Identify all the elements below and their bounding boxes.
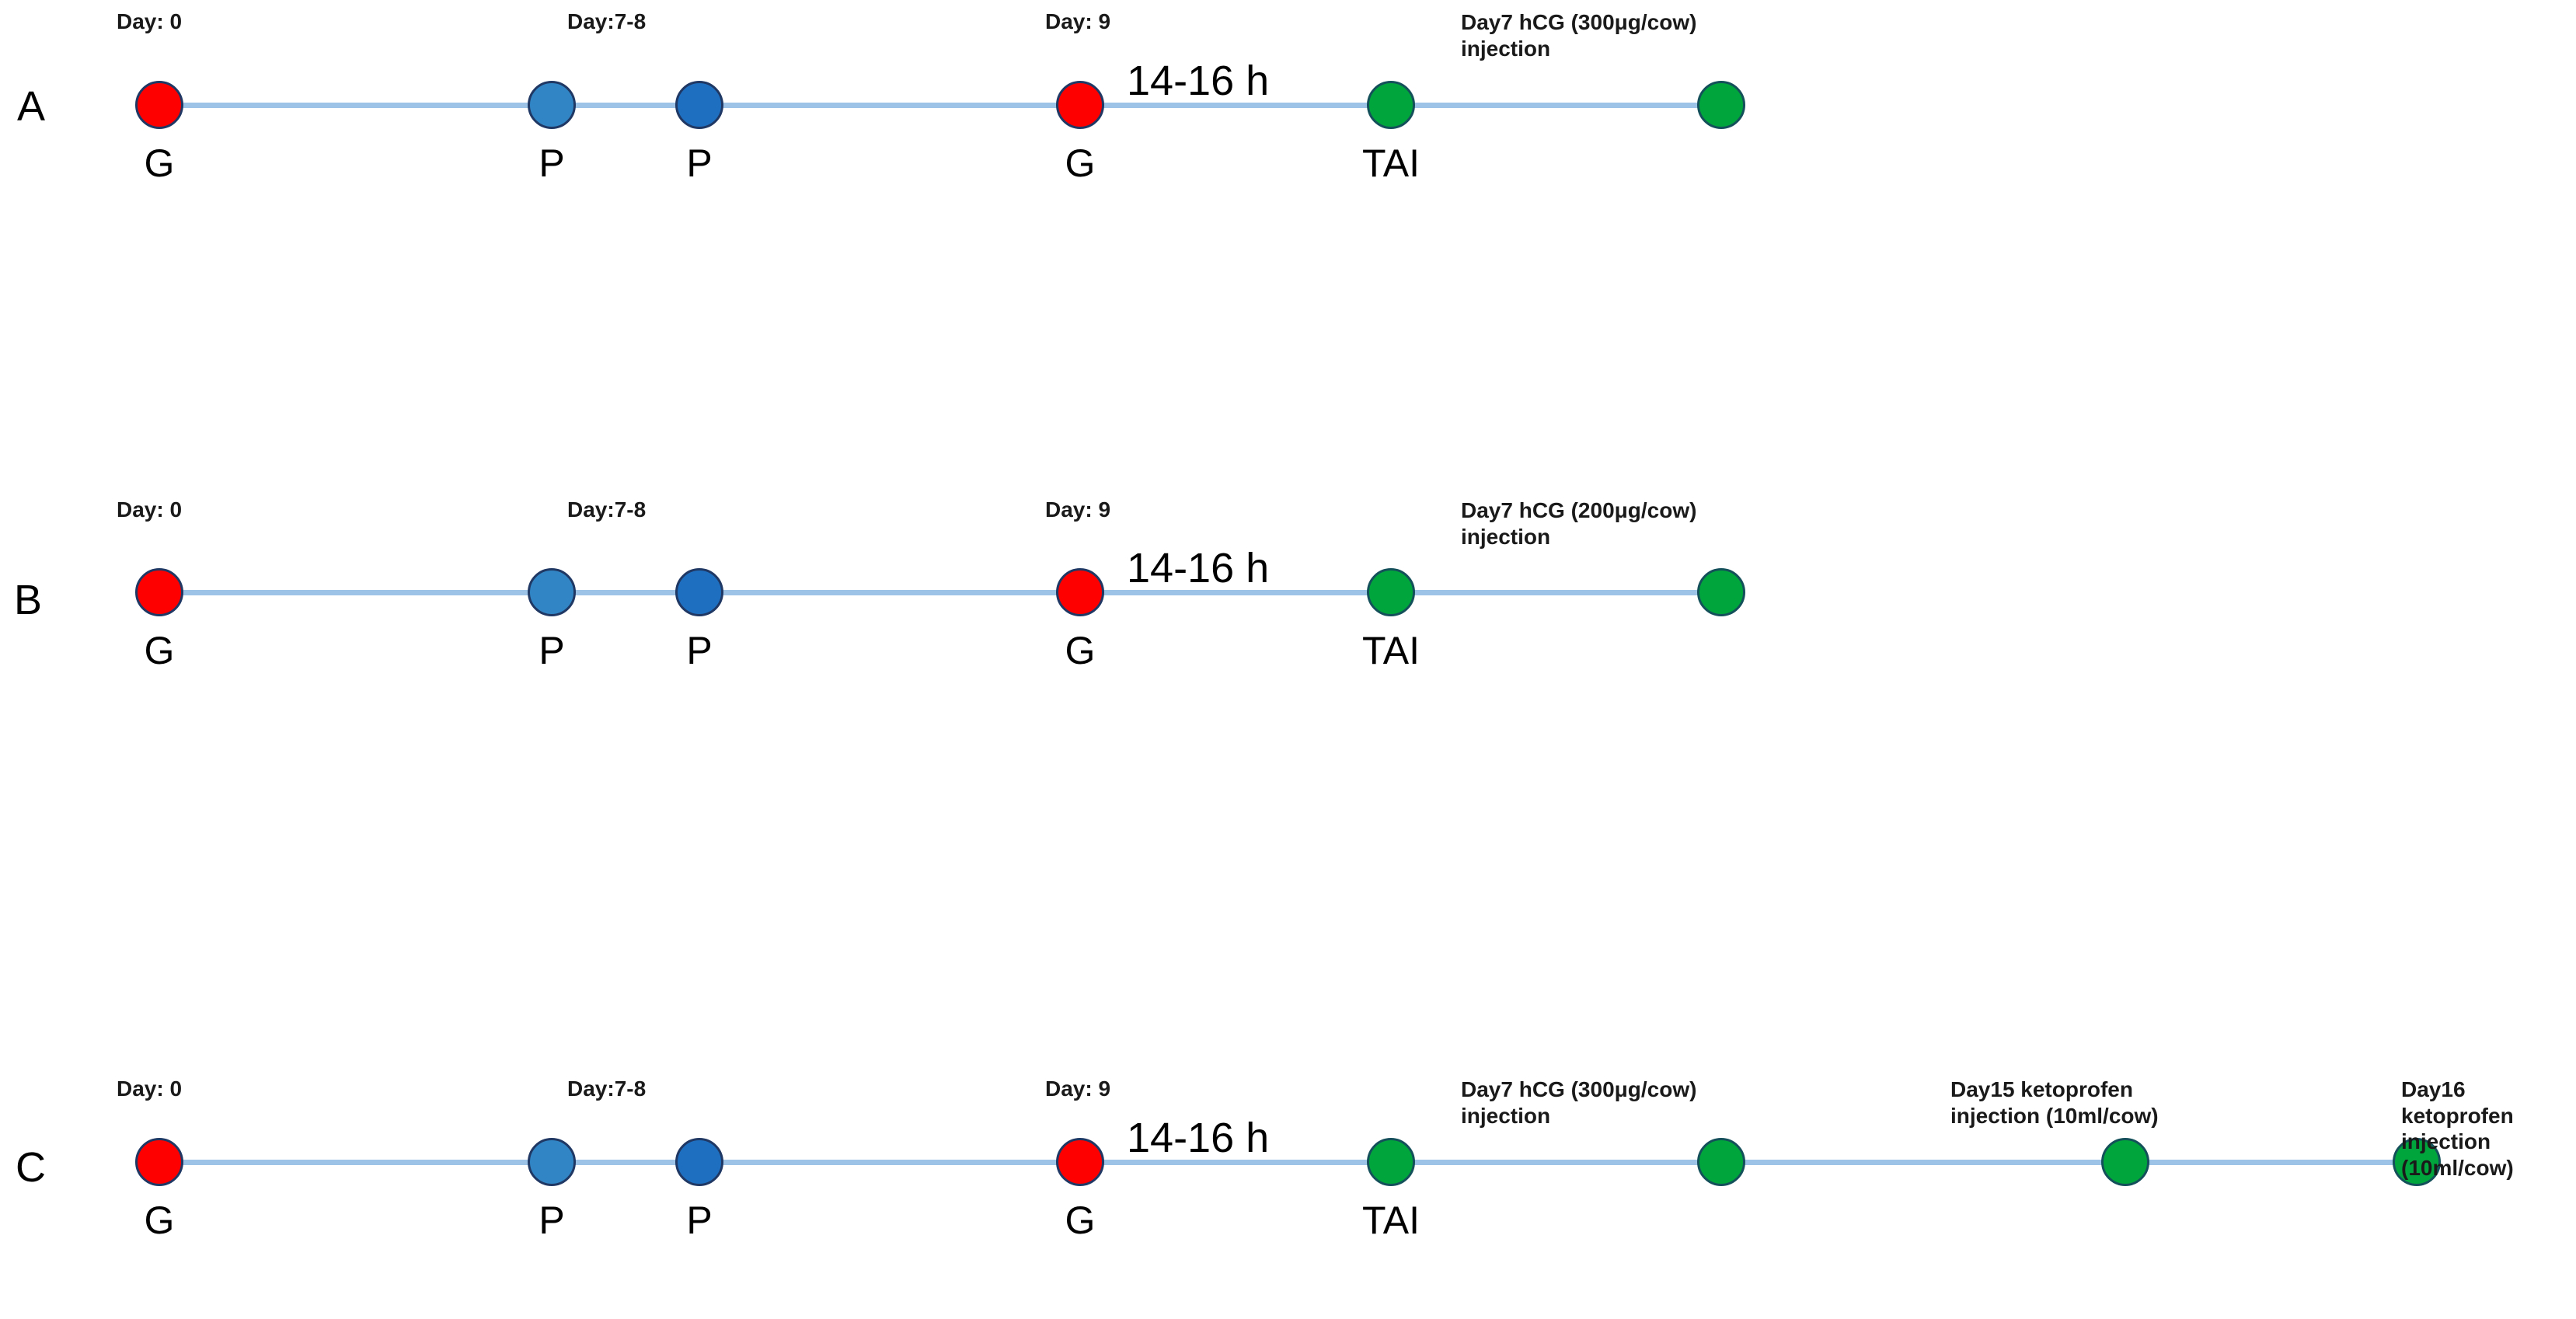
node-label: G bbox=[144, 1199, 175, 1242]
timeline-node-blue-light-p bbox=[528, 568, 576, 616]
node-label: G bbox=[1065, 141, 1096, 185]
interval-label: 14-16 h bbox=[1127, 58, 1270, 104]
panel-letter: C bbox=[16, 1144, 46, 1191]
interval-label: 14-16 h bbox=[1127, 545, 1270, 591]
annotation-label: Day7 hCG (300μg/cow) injection bbox=[1461, 10, 1697, 61]
timeline-node-green-tai bbox=[1367, 1138, 1415, 1186]
day-label: Day:7-8 bbox=[567, 497, 647, 522]
timeline-node-red-g bbox=[135, 568, 183, 616]
timeline-node-blue-light-p bbox=[528, 1138, 576, 1186]
node-label: P bbox=[539, 629, 565, 672]
timeline-node-red-g bbox=[1056, 1138, 1104, 1186]
timeline-node-red-g bbox=[135, 1138, 183, 1186]
timeline-axis bbox=[159, 1160, 2417, 1165]
timeline-axis bbox=[159, 590, 1721, 595]
annotation-label: Day16 ketoprofen injection (10ml/cow) bbox=[2401, 1077, 2514, 1180]
annotation-label: Day7 hCG (300μg/cow) injection bbox=[1461, 1077, 1697, 1128]
node-label: G bbox=[144, 629, 175, 672]
day-label: Day: 0 bbox=[117, 497, 183, 522]
day-label: Day: 0 bbox=[117, 1076, 183, 1101]
node-label: TAI bbox=[1361, 629, 1420, 672]
timeline-node-red-g bbox=[1056, 568, 1104, 616]
timeline-node-blue-dark-p bbox=[675, 568, 723, 616]
timeline-node-red-g bbox=[1056, 81, 1104, 129]
node-label: G bbox=[1065, 1199, 1096, 1242]
timeline-node-green bbox=[2393, 1138, 2441, 1186]
node-label: P bbox=[686, 141, 713, 185]
timeline-node-blue-dark-p bbox=[675, 1138, 723, 1186]
node-label: P bbox=[686, 1199, 713, 1242]
node-label: P bbox=[686, 629, 713, 672]
timeline-node-green-tai bbox=[1367, 81, 1415, 129]
timeline-node-red-g bbox=[135, 81, 183, 129]
panel-letter: B bbox=[14, 577, 43, 623]
day-label: Day: 9 bbox=[1045, 497, 1111, 522]
node-label: P bbox=[539, 1199, 565, 1242]
day-label: Day: 9 bbox=[1045, 9, 1111, 33]
day-label: Day:7-8 bbox=[567, 1076, 647, 1101]
annotation-label: Day7 hCG (200μg/cow) injection bbox=[1461, 498, 1697, 549]
timeline-node-green bbox=[1697, 1138, 1745, 1186]
timeline-node-green-tai bbox=[1367, 568, 1415, 616]
day-label: Day: 0 bbox=[117, 9, 183, 33]
node-label: G bbox=[1065, 629, 1096, 672]
timeline-node-blue-light-p bbox=[528, 81, 576, 129]
timeline-node-green bbox=[1697, 81, 1745, 129]
day-label: Day:7-8 bbox=[567, 9, 647, 33]
timeline-axis bbox=[159, 103, 1721, 108]
timeline-node-green bbox=[2101, 1138, 2149, 1186]
day-label: Day: 9 bbox=[1045, 1076, 1111, 1101]
node-label: G bbox=[144, 141, 175, 185]
node-label: TAI bbox=[1361, 1199, 1420, 1242]
node-label: P bbox=[539, 141, 565, 185]
panel-letter: A bbox=[17, 83, 46, 130]
interval-label: 14-16 h bbox=[1127, 1115, 1270, 1161]
timeline-node-blue-dark-p bbox=[675, 81, 723, 129]
timeline-node-green bbox=[1697, 568, 1745, 616]
annotation-label: Day15 ketoprofen injection (10ml/cow) bbox=[1950, 1077, 2159, 1128]
node-label: TAI bbox=[1361, 141, 1420, 185]
